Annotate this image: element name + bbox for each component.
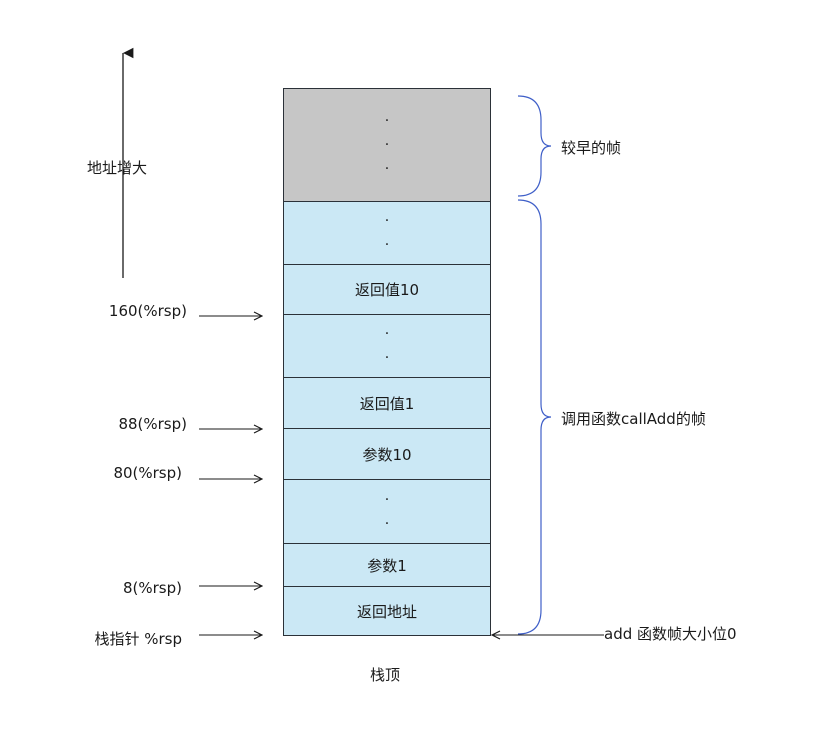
note-label: add 函数帧大小位0: [604, 625, 737, 643]
ptr-88-label: 88(%rsp): [118, 415, 187, 433]
caller-frame-label: 调用函数callAdd的帧: [561, 410, 706, 428]
address-axis-label: 地址增大: [87, 159, 148, 177]
cell-label: 参数10: [362, 445, 412, 464]
cell-ellipsis-mid: ··: [283, 314, 491, 378]
ellipsis-dots: ··: [384, 491, 390, 532]
cell-param-10: 参数10: [283, 428, 491, 480]
cell-param-1: 参数1: [283, 543, 491, 587]
ptr-sp-label: 栈指针 %rsp: [94, 630, 182, 648]
stack-column: ··· ·· 返回值10 ·· 返回值1 参数10 ·· 参数1 返回地址: [283, 88, 491, 636]
cell-label: 返回值10: [354, 281, 420, 299]
cell-label: 返回值1: [359, 394, 415, 413]
ellipsis-dots: ···: [384, 113, 390, 177]
cell-ellipsis-low: ··: [283, 479, 491, 544]
cell-label: 返回地址: [356, 602, 417, 621]
earlier-frame-brace: [517, 95, 552, 197]
earlier-frame-label: 较早的帧: [561, 139, 622, 157]
ptr-80-label: 80(%rsp): [113, 464, 182, 482]
cell-return-value-10: 返回值10: [283, 264, 491, 315]
ellipsis-dots: ··: [384, 213, 390, 253]
cell-label: 参数1: [367, 556, 407, 575]
stack-top-label: 栈顶: [370, 666, 401, 684]
ptr-8-label: 8(%rsp): [122, 579, 182, 597]
ellipsis-dots: ··: [384, 326, 390, 366]
cell-return-address: 返回地址: [283, 586, 491, 636]
cell-earlier-frame: ···: [283, 88, 491, 202]
ptr-160-label: 160(%rsp): [108, 302, 187, 320]
caller-frame-brace: [517, 199, 552, 635]
cell-ellipsis-top: ··: [283, 201, 491, 265]
cell-return-value-1: 返回值1: [283, 377, 491, 429]
